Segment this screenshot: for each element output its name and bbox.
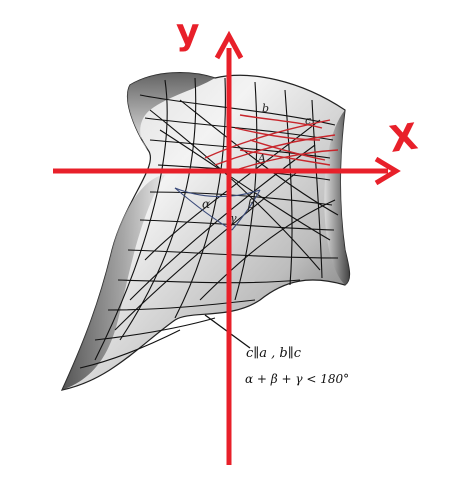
alpha-label: α	[202, 197, 210, 211]
x-axis-arrowhead	[374, 156, 401, 186]
x-axis-label: X	[387, 116, 420, 160]
y-axis-arrowhead	[214, 30, 244, 60]
vertex-c-label: c	[305, 114, 311, 127]
beta-label: β	[247, 197, 255, 211]
gamma-label: γ	[230, 212, 237, 225]
y-axis-label: y	[176, 12, 199, 53]
red-geodesics	[204, 114, 339, 173]
axes	[53, 30, 401, 465]
vertex-b-label: b	[262, 102, 269, 115]
vertex-a-label: A	[257, 152, 266, 165]
caption-line-1: c∥a , b∥c	[246, 346, 302, 361]
caption-line-2: α + β + γ < 180°	[245, 372, 349, 386]
